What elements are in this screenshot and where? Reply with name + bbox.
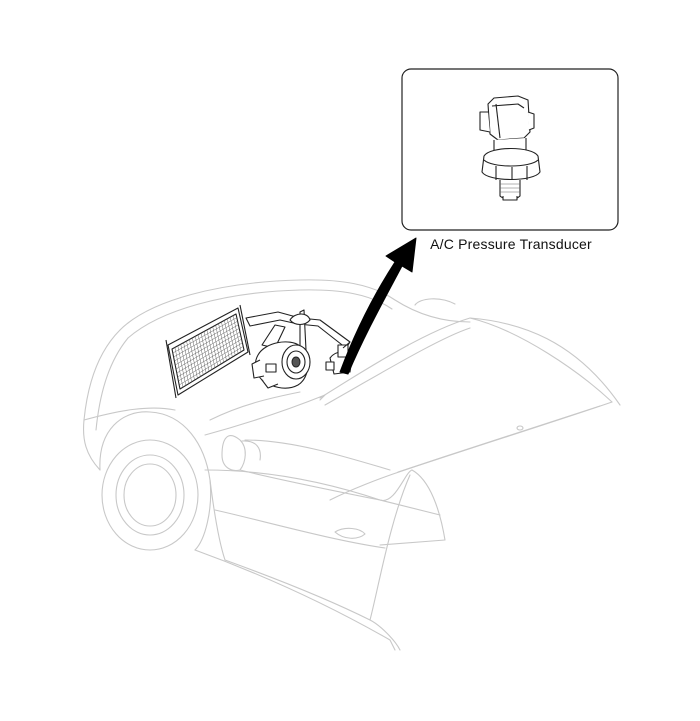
pressure-transducer-icon [479,95,541,201]
condenser [165,304,251,399]
callout-label: A/C Pressure Transducer [430,236,592,252]
compressor-assembly [245,309,353,389]
leader-arrow [339,237,417,375]
condenser-fins [172,315,244,388]
car-body [82,279,621,651]
